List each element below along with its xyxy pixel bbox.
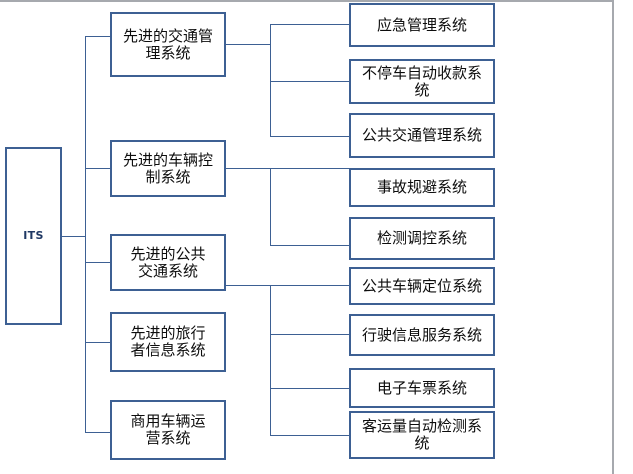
connector-level1-trunk — [85, 36, 86, 433]
node-driving-information-service-label: 行驶信息服务系统 — [361, 325, 482, 344]
connector-level1-3 — [85, 342, 111, 343]
connector-level1-1 — [85, 168, 111, 169]
connector-leaf-3 — [270, 168, 350, 169]
connector-leaf-4 — [270, 245, 350, 246]
page-frame-right — [612, 0, 614, 474]
connector-branch-a-trunk — [270, 24, 271, 136]
node-driving-information-service[interactable]: 行驶信息服务系统 — [349, 314, 495, 356]
node-root-its-label: ITS — [23, 228, 44, 242]
node-detection-and-control[interactable]: 检测调控系统 — [349, 217, 495, 260]
node-advanced-vehicle-control[interactable]: 先进的车辆控 制系统 — [110, 140, 226, 197]
connector-leaf-8 — [270, 435, 350, 436]
node-advanced-traffic-management-label: 先进的交通管 理系统 — [122, 26, 213, 62]
connector-branch-c-stub — [225, 285, 271, 286]
node-advanced-traveler-info-label: 先进的旅行 者信息系统 — [130, 324, 206, 359]
node-advanced-traffic-management[interactable]: 先进的交通管 理系统 — [110, 12, 226, 77]
connector-branch-c-trunk — [270, 285, 271, 435]
connector-branch-b-stub — [225, 168, 271, 169]
node-public-vehicle-positioning[interactable]: 公共车辆定位系统 — [349, 267, 495, 305]
connector-branch-a-stub — [225, 44, 271, 45]
node-public-vehicle-positioning-label: 公共车辆定位系统 — [361, 276, 482, 295]
page-frame-top — [0, 0, 614, 2]
node-advanced-vehicle-control-label: 先进的车辆控 制系统 — [122, 150, 213, 186]
connector-level1-4 — [85, 432, 111, 433]
connector-leaf-0 — [270, 24, 350, 25]
connector-branch-b-trunk — [270, 168, 271, 246]
node-emergency-management-label: 应急管理系统 — [376, 15, 467, 34]
node-detection-and-control-label: 检测调控系统 — [376, 229, 467, 248]
node-electronic-ticket[interactable]: 电子车票系统 — [349, 368, 495, 408]
node-advanced-public-transport[interactable]: 先进的公共 交通系统 — [110, 234, 226, 291]
node-advanced-public-transport-label: 先进的公共 交通系统 — [130, 244, 206, 280]
node-advanced-traveler-info[interactable]: 先进的旅行 者信息系统 — [110, 312, 226, 372]
node-etc-toll-collection-label: 不停车自动收款系 统 — [361, 63, 482, 99]
connector-leaf-2 — [270, 136, 350, 137]
node-passenger-volume-auto-detection[interactable]: 客运量自动检测系 统 — [349, 411, 495, 459]
node-etc-toll-collection[interactable]: 不停车自动收款系 统 — [349, 59, 495, 104]
connector-leaf-5 — [270, 285, 350, 286]
connector-leaf-7 — [270, 388, 350, 389]
node-passenger-volume-auto-detection-label: 客运量自动检测系 统 — [361, 417, 482, 452]
connector-level1-0 — [85, 36, 111, 37]
connector-level1-2 — [85, 262, 111, 263]
node-electronic-ticket-label: 电子车票系统 — [376, 378, 467, 397]
node-accident-avoidance-label: 事故规避系统 — [376, 178, 467, 197]
node-accident-avoidance[interactable]: 事故规避系统 — [349, 168, 495, 207]
node-emergency-management[interactable]: 应急管理系统 — [349, 3, 495, 47]
node-commercial-vehicle-operation-label: 商用车辆运 营系统 — [130, 412, 206, 447]
node-commercial-vehicle-operation[interactable]: 商用车辆运 营系统 — [110, 400, 226, 460]
connector-root-stub — [62, 236, 86, 237]
connector-leaf-6 — [270, 334, 350, 335]
connector-leaf-1 — [270, 81, 350, 82]
node-public-transport-management[interactable]: 公共交通管理系统 — [349, 113, 495, 158]
node-public-transport-management-label: 公共交通管理系统 — [361, 126, 482, 145]
node-root-its[interactable]: ITS — [5, 147, 62, 325]
